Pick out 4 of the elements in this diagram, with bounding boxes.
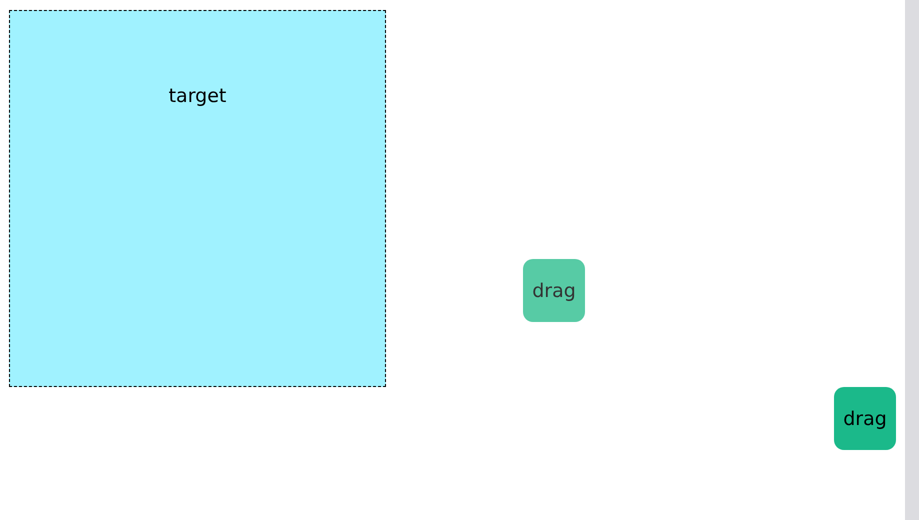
draggable-item: drag xyxy=(834,387,896,450)
drop-zone-label: target xyxy=(168,85,226,107)
dragged-item: drag xyxy=(523,259,585,322)
drop-zone xyxy=(9,10,386,387)
